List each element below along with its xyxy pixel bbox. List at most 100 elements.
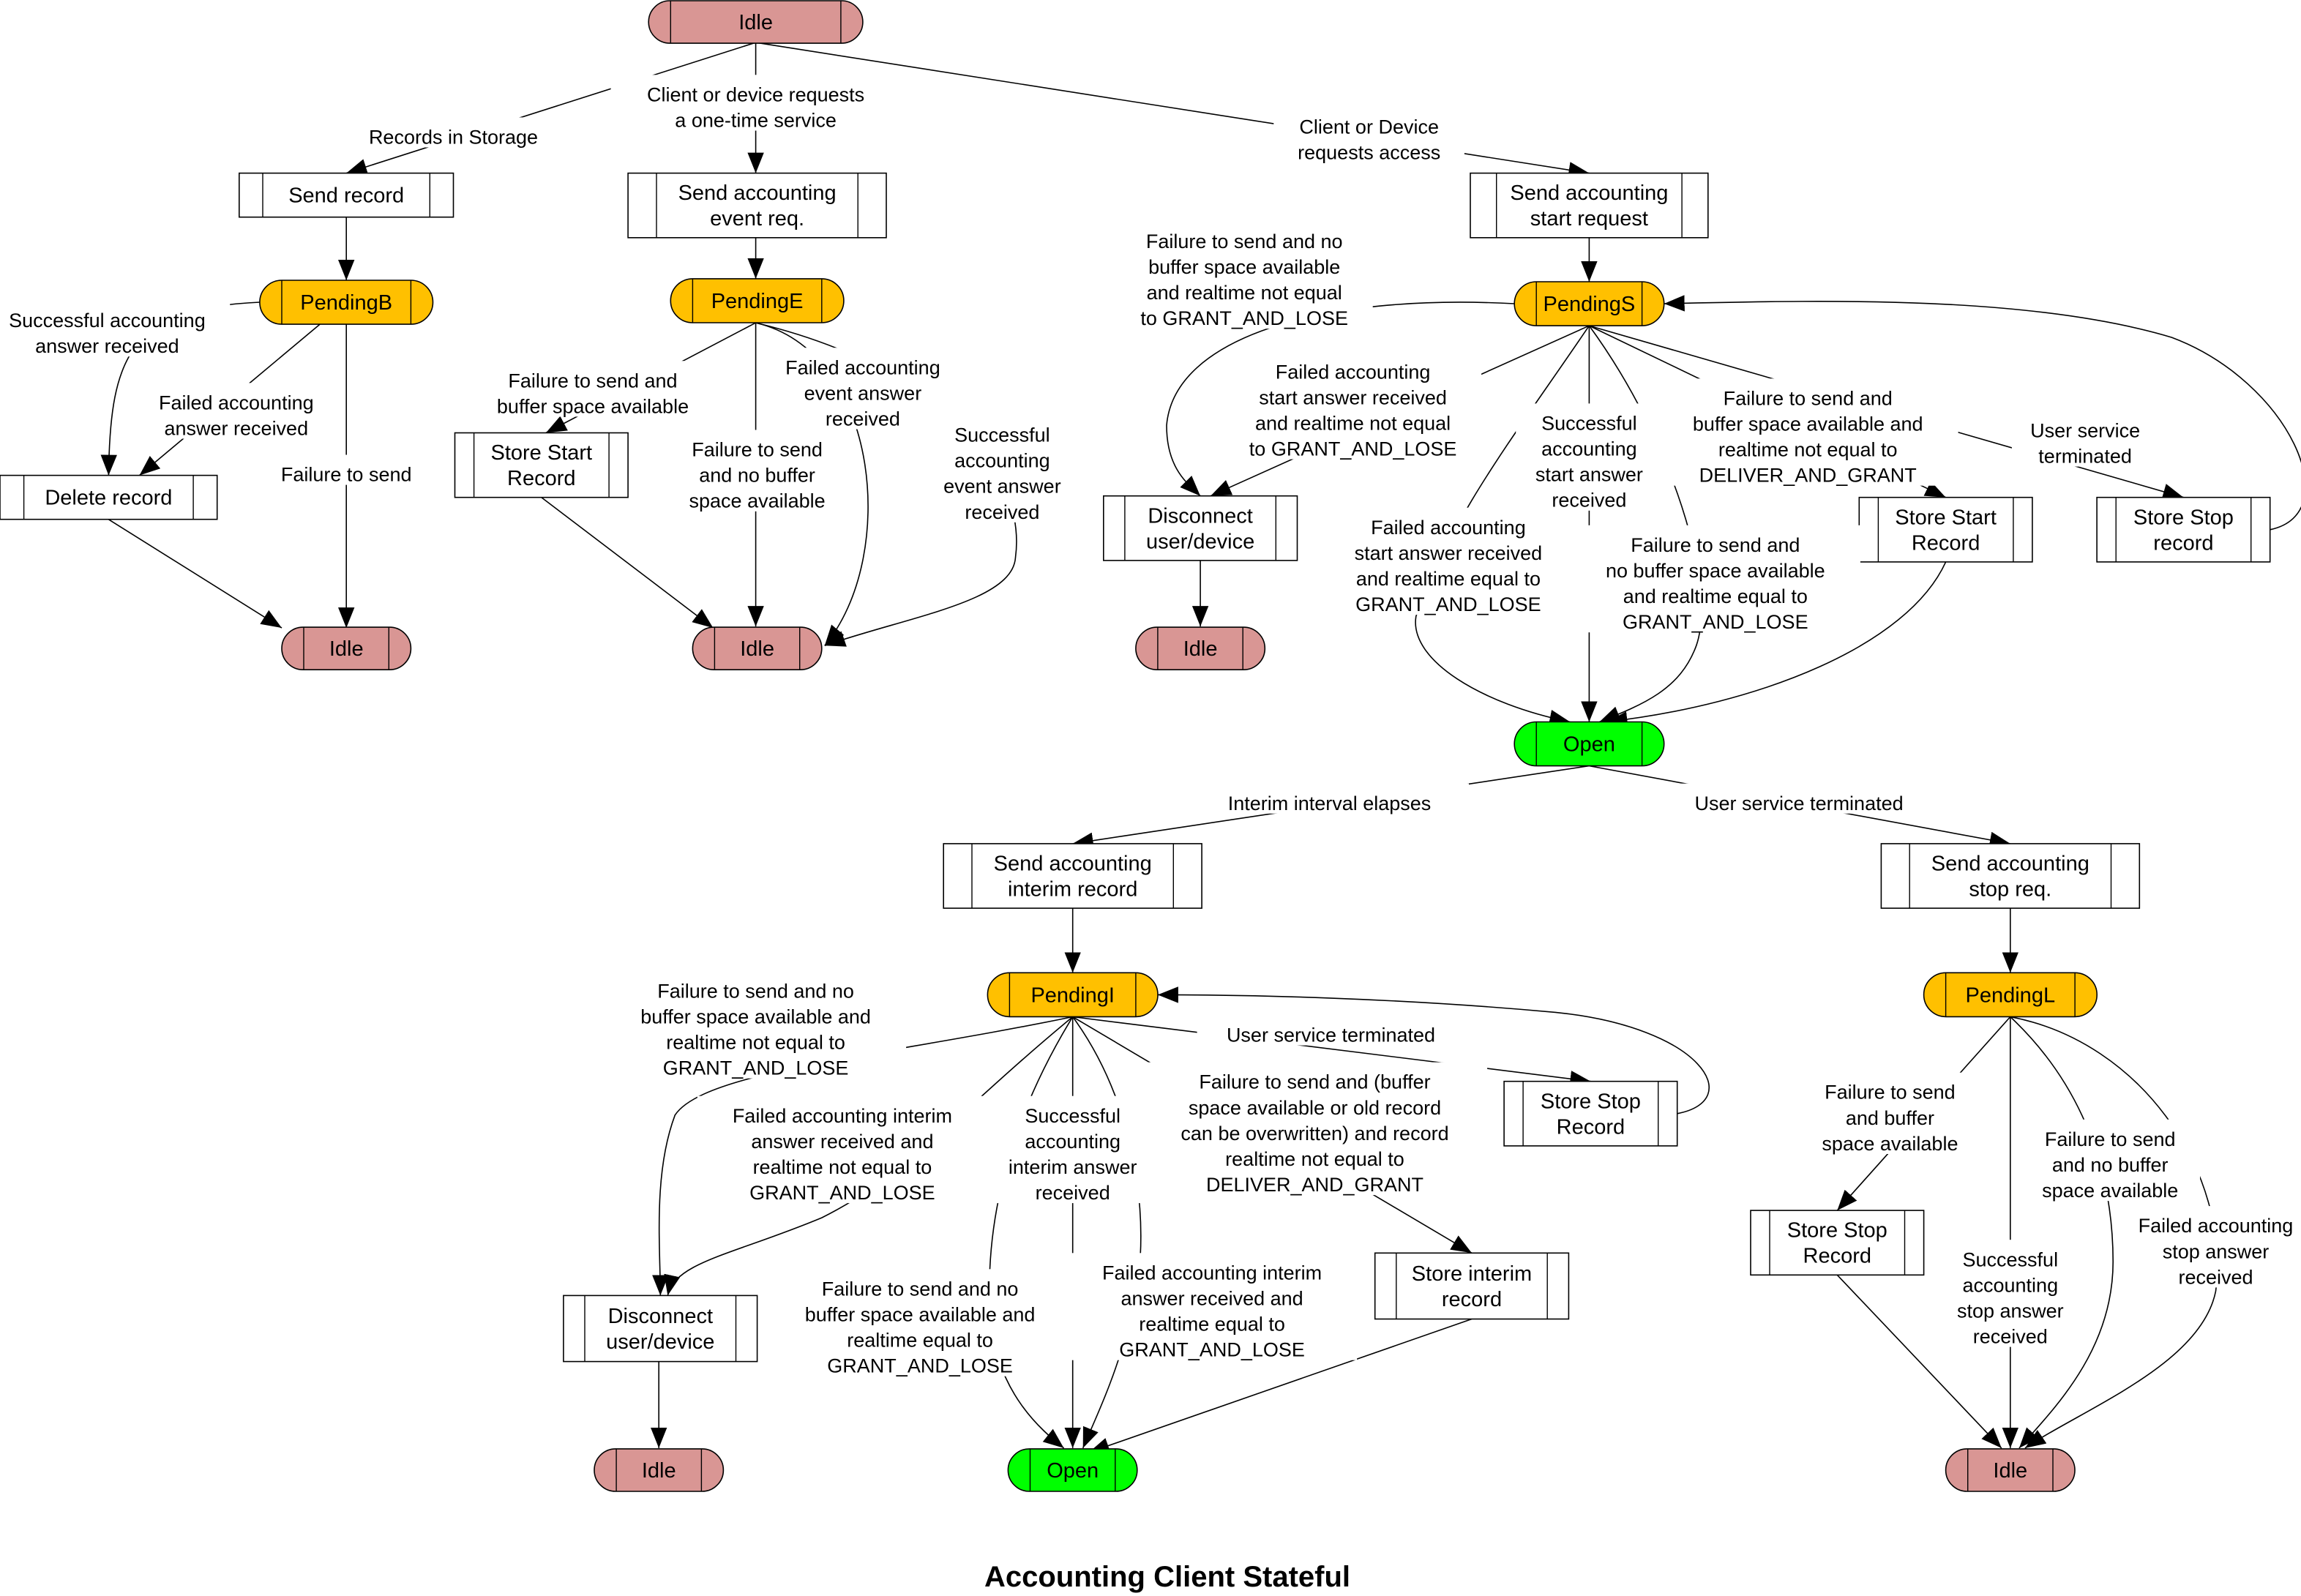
label-background [929, 415, 1076, 522]
process-delete-record: Delete record [0, 474, 218, 520]
transition-label-line: Interim interval elapses [1228, 793, 1432, 814]
transition-label-line: realtime not equal to [1225, 1148, 1404, 1170]
state-label: PendingS [1544, 293, 1636, 316]
transition-label-line: GRANT_AND_LOSE [1119, 1339, 1305, 1361]
label-background [1197, 1015, 1465, 1046]
transition-label-line: received [2178, 1266, 2253, 1288]
label-s-fail-buffer-notdg: Failure to send and buffer space availabl… [1657, 378, 1958, 487]
transition-label-line: buffer space available and [805, 1304, 1036, 1326]
edge-storestop-l-to-idle [1836, 1274, 2002, 1449]
transition-label-line: Failure to send and no [657, 980, 854, 1002]
label-background [347, 117, 560, 148]
transition-label-line: GRANT_AND_LOSE [663, 1057, 849, 1079]
state-label: Open [1047, 1459, 1099, 1483]
process-box [1858, 496, 2033, 563]
label-background [135, 383, 337, 439]
state-pending-s: PendingS [1514, 281, 1665, 326]
transition-label-line: realtime not equal to [753, 1156, 932, 1178]
transition-label-line: DELIVER_AND_GRANT [1699, 465, 1917, 487]
state-label: Idle [329, 637, 364, 661]
state-label: PendingL [1966, 984, 2056, 1007]
transition-label-line: Successful [1963, 1248, 2059, 1270]
transition-label-line: answer received [35, 335, 179, 357]
label-background [1657, 378, 1958, 486]
edge-storeinterim-to-open [1088, 1318, 1473, 1454]
edge-pendingi-fail-nobuffer-notgl [652, 1016, 1073, 1296]
transition-label-line: buffer space available [497, 395, 689, 417]
edge-storestop-s-loop [1664, 295, 2301, 531]
transition-label-line: buffer space available and [640, 1006, 871, 1028]
edge-storestart-s-to-open [1606, 561, 1947, 728]
process-box [943, 843, 1202, 909]
transition-label-line: Failed accounting interim [1102, 1262, 1322, 1284]
transition-label-line: buffer space available and [1693, 413, 1923, 435]
transition-label-line: received [826, 408, 900, 430]
transition-label-line: space available [2042, 1180, 2178, 1202]
label-background [1224, 352, 1482, 460]
state-idle-i: Idle [594, 1448, 725, 1492]
transition-label-line: accounting [1025, 1131, 1120, 1153]
edge-pendingi-failed-notgl [664, 1016, 1074, 1296]
transition-label-line: Failure to send and [1724, 387, 1893, 409]
transition-label-line: GRANT_AND_LOSE [749, 1182, 935, 1204]
transition-label-line: Failed accounting [785, 356, 940, 378]
transition-label-line: Client or Device [1299, 116, 1439, 138]
label-background [667, 430, 848, 512]
state-idle-b: Idle [281, 626, 412, 670]
transition-label-line: Successful [1541, 413, 1637, 435]
transition-label-line: Failed accounting interim [733, 1105, 952, 1127]
process-box [1880, 843, 2141, 909]
state-shape [259, 280, 434, 325]
process-label: start request [1530, 207, 1648, 231]
process-label: Record [507, 467, 576, 490]
process-box [238, 172, 454, 218]
transition-label-line: Client or device requests [647, 83, 864, 105]
state-pending-e: PendingE [670, 278, 845, 323]
transition-label-line: GRANT_AND_LOSE [1355, 593, 1541, 615]
transition-label-line: Failure to send [281, 464, 412, 486]
edge-delete-to-idle [108, 519, 283, 629]
process-label: event req. [710, 207, 804, 231]
state-label: Idle [738, 11, 773, 34]
process-label: Store interim [1412, 1262, 1532, 1286]
transition-label-line: and realtime not equal [1147, 282, 1342, 304]
process-box [0, 474, 218, 520]
process-label: Disconnect [608, 1305, 713, 1328]
transition-label-line: start answer received [1355, 542, 1543, 564]
label-background [1067, 1253, 1358, 1360]
state-shape [648, 0, 864, 44]
transition-label-line: terminated [2038, 446, 2132, 468]
process-label: record [1442, 1288, 1502, 1311]
transition-label-line: and buffer [1846, 1107, 1934, 1129]
label-background [2020, 1119, 2200, 1202]
transition-label-line: Failure to send and (buffer [1199, 1071, 1430, 1093]
label-background [1800, 1072, 1980, 1154]
transition-label-line: to GRANT_AND_LOSE [1140, 307, 1348, 329]
transition-label-line: GRANT_AND_LOSE [1623, 611, 1808, 633]
transition-label-line: and no buffer [699, 465, 815, 487]
transition-label-line: received [1973, 1326, 2048, 1348]
label-background [988, 1095, 1157, 1204]
transition-label-line: accounting [1962, 1274, 2058, 1296]
transition-label-line: event answer [943, 476, 1061, 498]
state-shape [1135, 626, 1266, 670]
label-background [0, 301, 231, 357]
process-label: Send accounting [1510, 181, 1668, 205]
label-background [1665, 783, 1934, 814]
transition-label-line: Failed accounting [159, 391, 314, 413]
transition-label-line: stop answer [2163, 1240, 2270, 1262]
transition-label-line: and realtime not equal [1255, 413, 1451, 435]
